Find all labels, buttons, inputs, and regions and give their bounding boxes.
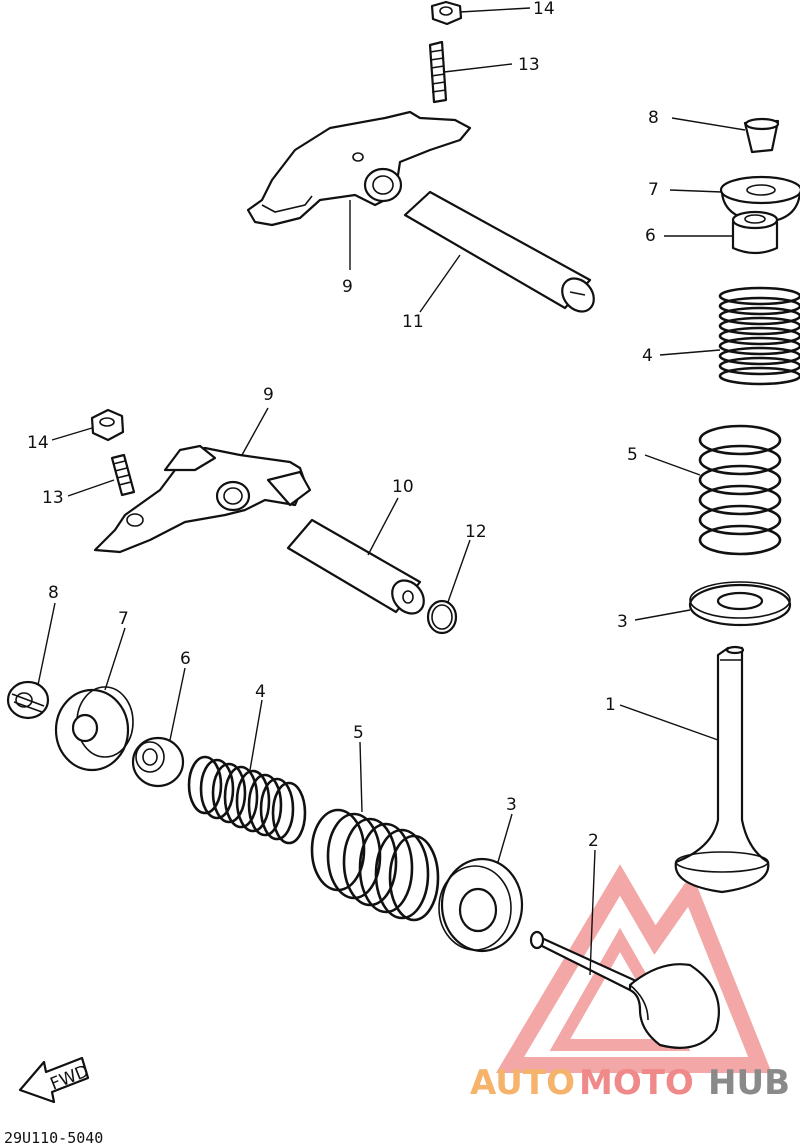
mid-stud [110,453,136,497]
callout-labels: 14 13 9 11 8 7 6 4 5 3 1 9 14 13 10 12 8… [27,0,659,851]
callout-5-bot: 5 [353,723,364,743]
mid-rocker-arm [93,444,312,554]
top-retainer [719,175,800,224]
callout-13-top: 13 [518,55,540,75]
callout-13-mid: 13 [42,488,64,508]
mid-shaft [286,518,425,615]
fwd-arrow-icon: FWD [18,1056,92,1104]
callout-2: 2 [588,831,599,851]
watermark-text: AUTO MOTO HUB [470,1063,790,1103]
callout-1: 1 [605,695,616,715]
callout-14-top: 14 [533,0,555,19]
bot-retainer [54,686,134,772]
top-cotter [743,117,780,154]
watermark-moto: MOTO [579,1063,694,1103]
callout-10: 10 [392,477,414,497]
top-nut [430,0,463,26]
callout-6-bot: 6 [180,649,191,669]
callout-9-top: 9 [342,277,353,297]
top-inner-spring [718,286,800,386]
callout-14-mid: 14 [27,433,49,453]
fwd-label: FWD [48,1061,92,1094]
callout-12: 12 [465,522,487,542]
callout-3-top: 3 [617,612,628,632]
callout-7-bot: 7 [118,609,129,629]
callout-3-bot: 3 [506,795,517,815]
top-outer-spring [698,424,782,556]
callout-7-top: 7 [648,180,659,200]
top-stud [428,40,448,104]
top-seal [731,210,779,255]
callout-8-bot: 8 [48,583,59,603]
watermark-auto: AUTO [470,1063,575,1103]
bot-outer-spring [310,808,440,922]
leader-lines [37,7,746,976]
callout-8-top: 8 [648,108,659,128]
top-shaft [403,190,595,313]
top-rocker-arm [246,110,472,227]
mid-oring [426,599,458,635]
callout-11: 11 [402,312,424,332]
watermark-hub: HUB [708,1063,790,1103]
intake-valve [674,645,770,894]
callout-6-top: 6 [645,226,656,246]
diagram-code: 29U110-5040 [4,1129,103,1146]
mid-nut [90,408,125,442]
bot-spring-seat [438,857,524,953]
callout-9-mid: 9 [263,385,274,405]
bot-inner-spring [187,755,307,845]
callout-4-bot: 4 [255,682,266,702]
bot-cotter [6,680,50,720]
bot-seal [131,736,185,788]
top-spring-seat [688,581,792,627]
callout-4-top: 4 [642,346,653,366]
callout-5-top: 5 [627,445,638,465]
watermark-logo-icon [495,864,772,1073]
